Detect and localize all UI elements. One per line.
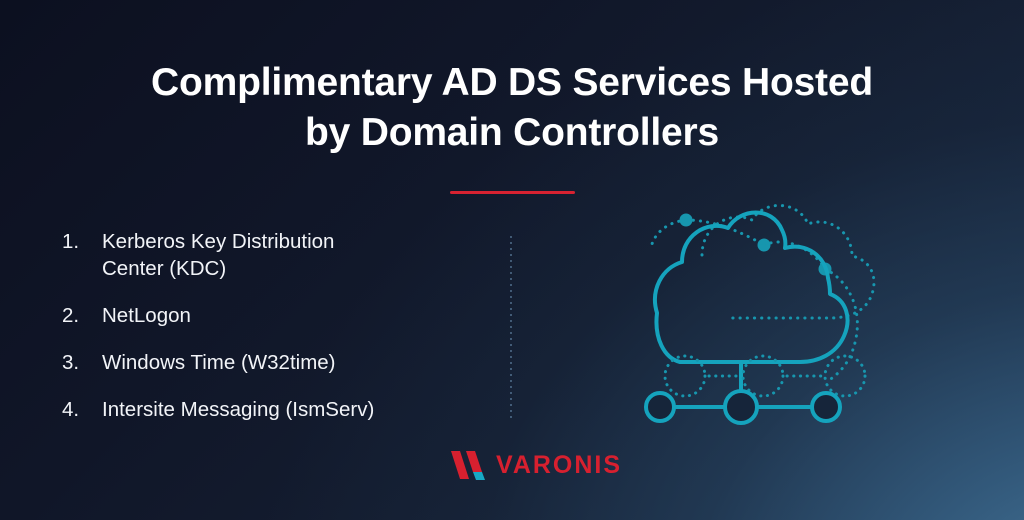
list-item: 4. Intersite Messaging (IsmServ) [62, 396, 482, 423]
dotted-arc-1-2 [684, 218, 766, 247]
solid-node-circle-left [644, 391, 676, 423]
list-item: 2. NetLogon [62, 302, 482, 329]
title-underline-divider [450, 191, 575, 194]
list-item-label: NetLogon [102, 304, 191, 327]
list-item-number: 1. [62, 230, 80, 253]
list-item-number: 4. [62, 398, 80, 421]
list-item-label: Intersite Messaging (IsmServ) [102, 398, 375, 421]
varonis-logo: VARONIS [449, 447, 622, 483]
logo-slash-1 [451, 450, 469, 479]
list-item-number: 2. [62, 304, 80, 327]
list-item-number: 3. [62, 351, 80, 374]
cloud-network-illustration [630, 198, 880, 430]
dotted-node-circle-1 [663, 354, 707, 398]
varonis-double-slash-mark [451, 450, 485, 480]
vertical-dotted-divider [510, 236, 512, 422]
solid-cloud-outline [653, 210, 850, 364]
logo-slash-2 [466, 450, 482, 472]
list-item: 3. Windows Time (W32time) [62, 349, 482, 376]
services-list: 1. Kerberos Key Distribution Center (KDC… [62, 228, 482, 423]
title-line-2: by Domain Controllers [304, 111, 720, 154]
solid-node-circle-center [723, 389, 759, 425]
dotted-node-circle-3 [823, 354, 867, 398]
title-line-1: Complimentary AD DS Services Hosted [151, 61, 873, 104]
solid-node-circle-right [810, 391, 842, 423]
list-item-label: Windows Time (W32time) [102, 351, 336, 374]
dotted-node-circle-2 [741, 354, 785, 398]
list-item-label: Kerberos Key Distribution Center (KDC) [102, 230, 335, 280]
varonis-wordmark: VARONIS [496, 450, 623, 479]
list-item: 1. Kerberos Key Distribution Center (KDC… [62, 228, 482, 282]
dotted-arc-right [823, 267, 859, 384]
dotted-cloud-outline [700, 204, 876, 320]
logo-slash-accent [473, 471, 485, 480]
page-title: Complimentary AD DS Services Hosted by D… [0, 58, 1024, 158]
